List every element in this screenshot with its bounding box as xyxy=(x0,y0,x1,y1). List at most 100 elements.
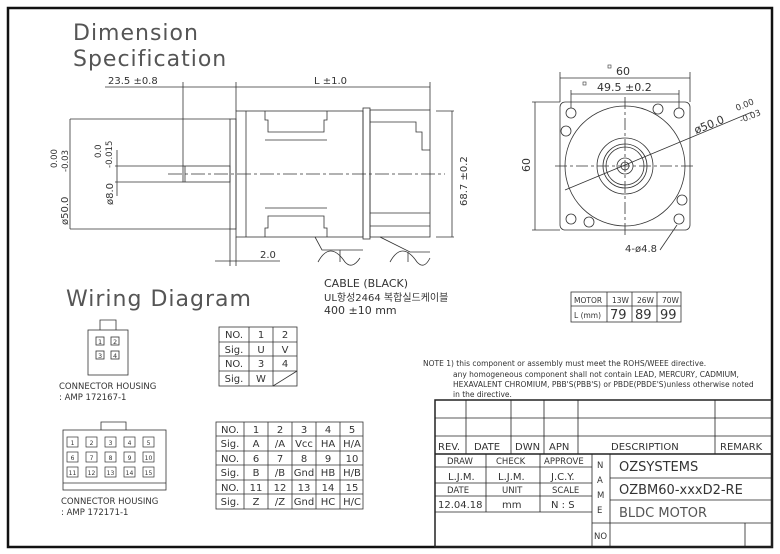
holes-dim: 4-ø4.8 xyxy=(625,244,657,255)
motor-length-table xyxy=(570,291,682,323)
drawing-frame xyxy=(6,6,774,549)
length-26w: 89 xyxy=(635,308,652,323)
pin-number: 13 xyxy=(107,470,115,477)
connector-1-label: CONNECTOR HOUSING xyxy=(59,382,156,392)
approve-value: J.C.Y. xyxy=(550,472,575,483)
connector-2-table-cell: 8 xyxy=(301,454,307,465)
connector-2-table-cell: HA xyxy=(321,439,336,450)
scale-label: SCALE xyxy=(552,486,579,496)
connector-1-table-cell: W xyxy=(256,374,266,385)
connector-2-table-cell: A xyxy=(253,439,260,450)
shaft-dia-tol-lower: -0.015 xyxy=(105,141,115,168)
note-line-3: HEXAVALENT CHROMIUM, PBB'S(PBB'S) or PBD… xyxy=(453,380,754,389)
pin-cavity xyxy=(104,436,117,448)
pin-cavity xyxy=(66,451,79,463)
length-label: L (mm) xyxy=(574,311,601,320)
connector-2-part: : AMP 172171-1 xyxy=(61,508,128,518)
pin-number: 8 xyxy=(109,455,113,462)
pin-cavity xyxy=(66,466,79,478)
rev-header: REV. xyxy=(438,442,460,453)
pin-number: 5 xyxy=(147,440,151,447)
length-70w: 99 xyxy=(660,308,677,323)
motor-header: MOTOR xyxy=(574,296,602,305)
connector-1-table-cell: Sig. xyxy=(225,345,244,356)
connector-1-part: : AMP 172167-1 xyxy=(59,393,126,403)
check-value: L.J.M. xyxy=(498,472,525,483)
connector-2-table-cell: 2 xyxy=(277,425,283,436)
connector-2-table-cell: Gnd xyxy=(294,468,314,479)
connector-1-table-cell: Sig. xyxy=(225,374,244,385)
connector-2-drawing xyxy=(62,421,167,491)
shaft-length-dim: 23.5 ±0.8 xyxy=(108,76,158,87)
connector-2-table-cell: 14 xyxy=(322,483,335,494)
pin-cavity xyxy=(142,466,155,478)
name-letter-a: A xyxy=(597,476,603,486)
connector-2-table-cell: 3 xyxy=(301,425,307,436)
pin-cavity xyxy=(123,451,136,463)
pin-number: 9 xyxy=(128,455,132,462)
connector-2-table-cell: H/B xyxy=(343,468,361,479)
note-line-1: NOTE 1) this component or assembly must … xyxy=(423,359,706,368)
connector-2-table-cell: Sig. xyxy=(221,439,240,450)
pin-cavity xyxy=(85,451,98,463)
connector-1-drawing xyxy=(87,319,129,376)
front-width-dim: 60 xyxy=(616,65,630,78)
connector-1-table-cell: NO. xyxy=(225,330,243,341)
motor-side-view xyxy=(69,82,454,266)
connector-2-table-cell: /A xyxy=(275,439,285,450)
connector-2-table-cell: 13 xyxy=(298,483,311,494)
connector-2-table-cell: /Z xyxy=(275,497,285,508)
connector-2-table-cell: NO. xyxy=(221,425,239,436)
pin-number: 14 xyxy=(126,470,134,477)
dwn-header: DWN xyxy=(515,442,540,453)
model-number: OZBM60-xxxD2-RE xyxy=(619,483,743,498)
approve-label: APPROVE xyxy=(544,457,584,467)
front-height-dim: 60 xyxy=(520,158,533,172)
date-label: DATE xyxy=(447,486,469,496)
connector-2-table-cell: NO. xyxy=(221,483,239,494)
name-letter-n: N xyxy=(597,461,603,471)
connector-2-table-cell: 5 xyxy=(349,425,355,436)
square-symbol-icon xyxy=(582,81,587,86)
connector-1-table xyxy=(218,326,298,387)
connector-2-table-cell: 11 xyxy=(250,483,263,494)
connector-2-table-cell: Gnd xyxy=(294,497,314,508)
pin-number: 15 xyxy=(145,470,153,477)
pin-cavity xyxy=(66,436,79,448)
pin-cavity xyxy=(85,466,98,478)
cable-spec: UL항성2464 복합실드케이블 xyxy=(324,292,448,304)
connector-1-table-cell: V xyxy=(282,345,289,356)
connector-1-table-cell: 1 xyxy=(258,330,264,341)
heading-wiring-diagram: Wiring Diagram xyxy=(66,287,252,312)
date-value: 12.04.18 xyxy=(438,500,483,511)
connector-2-table-cell: 9 xyxy=(325,454,331,465)
connector-2-table-cell: H/C xyxy=(343,497,361,508)
draw-value: L.J.M. xyxy=(448,472,475,483)
connector-1-table-cell: 4 xyxy=(282,359,288,370)
motor-front-view xyxy=(532,72,753,251)
flange-dia-dim: ø50.0 xyxy=(60,197,71,225)
flange-thickness-dim: 2.0 xyxy=(260,250,276,261)
pin-number: 10 xyxy=(145,455,153,462)
height-dim: 68.7 ±0.2 xyxy=(459,156,470,206)
shaft-dia-tol-upper: 0.0 xyxy=(94,144,104,158)
scale-value: N : S xyxy=(551,500,575,511)
body-length-dim: L ±1.0 xyxy=(314,76,347,87)
connector-2-table-cell: H/A xyxy=(343,439,361,450)
pin-number: 12 xyxy=(88,470,96,477)
pin-4: 4 xyxy=(113,352,117,360)
pin-cavity xyxy=(85,436,98,448)
connector-2-table-cell: HC xyxy=(321,497,336,508)
name-letter-m: M xyxy=(597,491,604,501)
pin-number: 4 xyxy=(128,440,132,447)
pin-number: 6 xyxy=(71,455,75,462)
connector-1-table-cell: NO. xyxy=(225,359,243,370)
pin-number: 2 xyxy=(90,440,94,447)
connector-2-table-cell: Z xyxy=(253,497,260,508)
description-header: DESCRIPTION xyxy=(611,442,679,453)
pin-number: 7 xyxy=(90,455,94,462)
shaft-dia-dim: ø8.0 xyxy=(105,183,116,205)
pin-3: 3 xyxy=(98,352,102,360)
pilot-dia-dim: ø50.0 xyxy=(692,113,726,137)
connector-1-table-cell: 2 xyxy=(282,330,288,341)
